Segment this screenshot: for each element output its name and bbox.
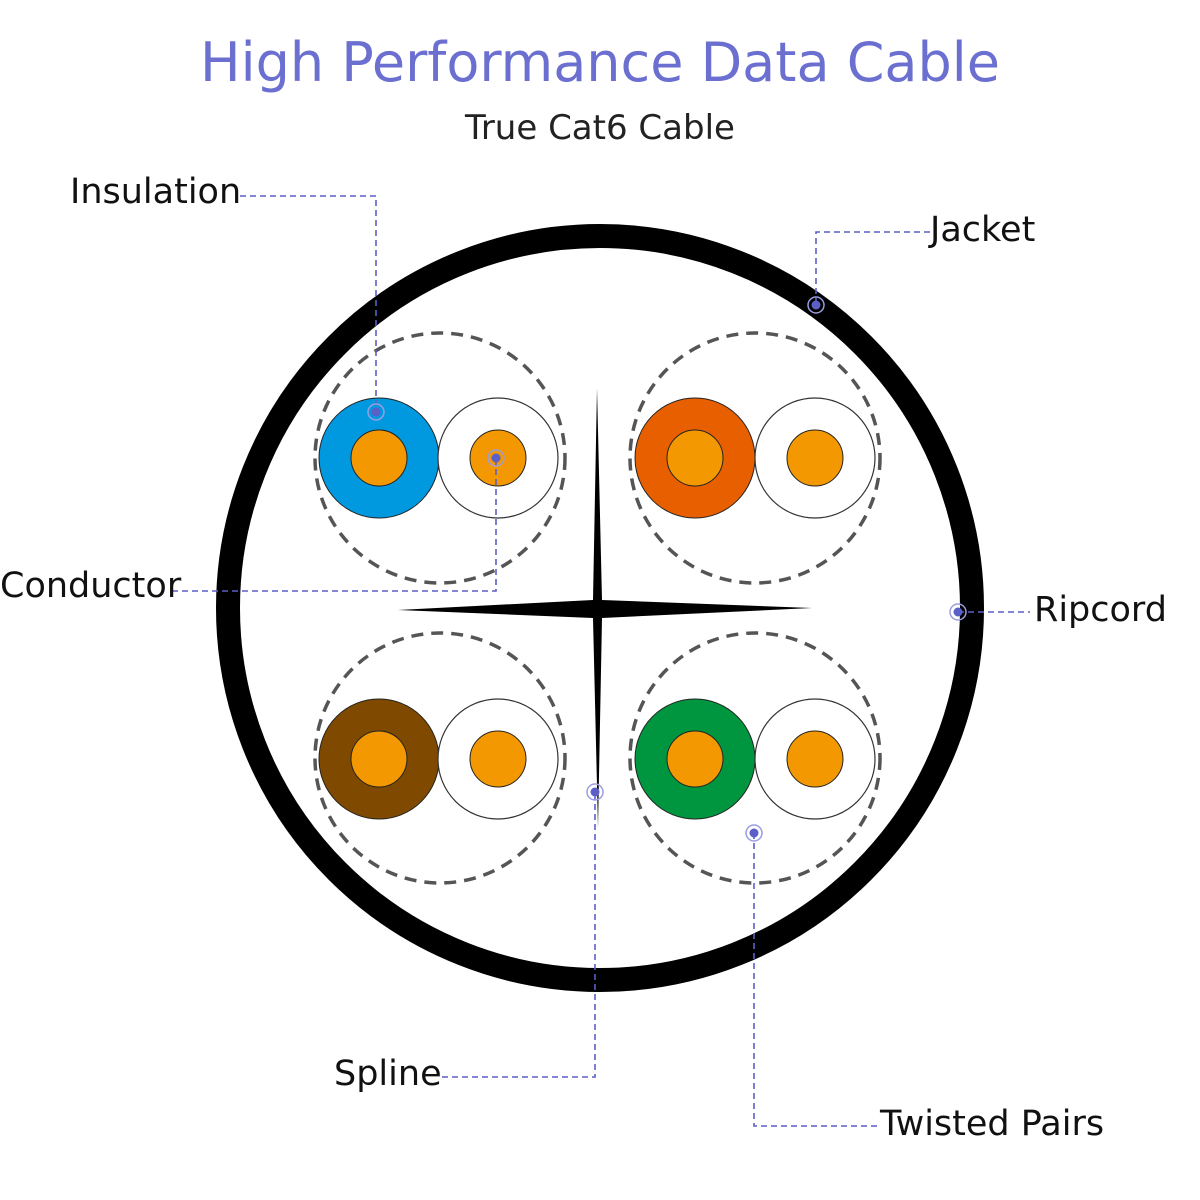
pair-group-outline-bottom-right	[628, 631, 882, 885]
callout-dot-spline	[586, 783, 604, 801]
wire-green-conductor	[666, 730, 724, 788]
callout-dot-conductor	[487, 449, 505, 467]
leader-jacket	[815, 231, 930, 305]
wire-brown-conductor	[350, 730, 408, 788]
wire-blue-conductor	[350, 429, 408, 487]
label-conductor: Conductor	[0, 566, 182, 606]
page-subtitle: True Cat6 Cable	[465, 108, 735, 148]
wire-white-green-conductor	[786, 730, 844, 788]
leader-twisted-pairs	[753, 833, 878, 1127]
callout-dot-insulation	[367, 403, 385, 421]
leader-spline	[442, 792, 596, 1078]
wire-orange-conductor	[666, 429, 724, 487]
pair-group-outline-top-left	[313, 331, 567, 585]
label-twisted-pairs: Twisted Pairs	[880, 1104, 1105, 1144]
leader-insulation	[240, 195, 377, 412]
callout-dot-jacket	[807, 296, 825, 314]
wire-white-brown-conductor	[469, 730, 527, 788]
callout-dot-twisted-pairs	[745, 824, 763, 842]
label-jacket: Jacket	[930, 210, 1036, 250]
wire-white-orange-conductor	[786, 429, 844, 487]
page-title: High Performance Data Cable	[199, 31, 1001, 94]
label-ripcord: Ripcord	[1034, 590, 1167, 630]
pair-group-outline-top-right	[628, 331, 882, 585]
label-insulation: Insulation	[70, 172, 242, 212]
callout-dot-ripcord	[949, 603, 967, 621]
pair-group-outline-bottom-left	[313, 631, 567, 885]
spline-cross	[398, 388, 812, 828]
leader-conductor	[172, 458, 497, 592]
label-spline: Spline	[334, 1054, 442, 1094]
